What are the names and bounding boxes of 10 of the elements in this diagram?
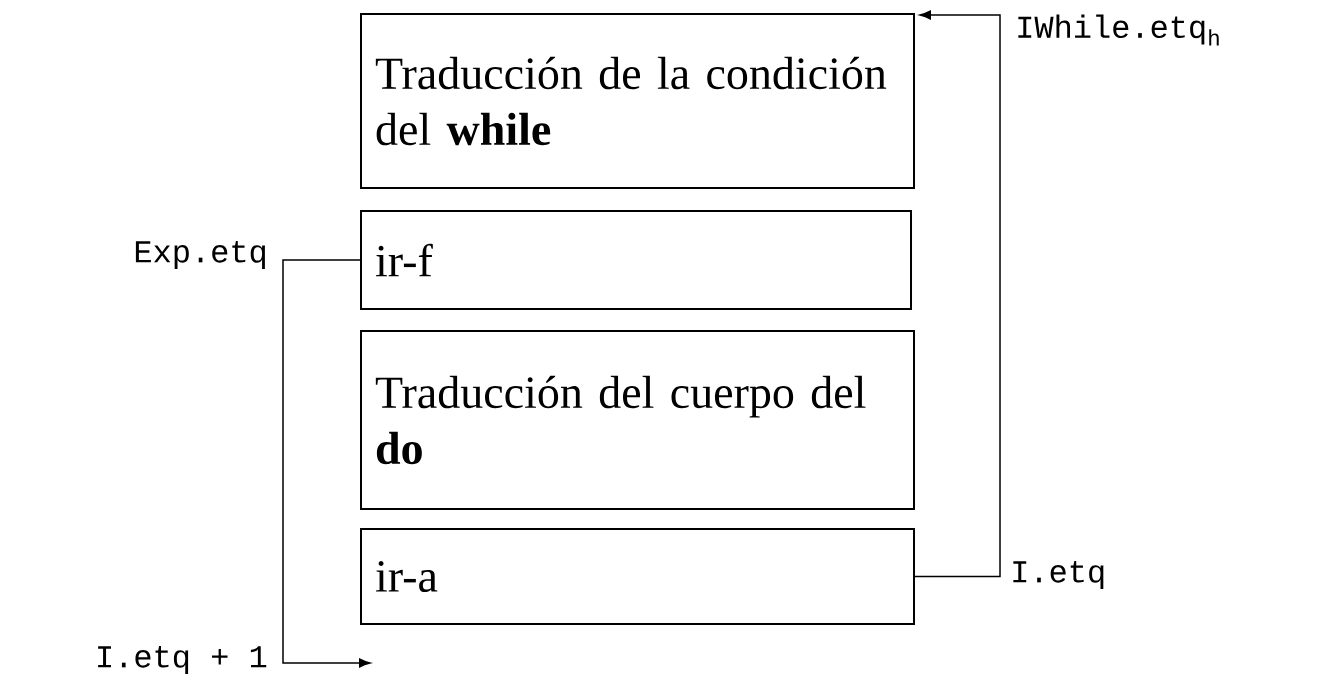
text-box: Traducción del cuerpo del do (360, 330, 915, 510)
code-label: I.etq + 1 (98, 646, 267, 674)
code-label: Exp.etq (135, 241, 265, 269)
code-label: IWhile.etq$_{h}$ (1018, 14, 1219, 46)
arrow (282, 259, 371, 668)
text-box: ir-f (360, 210, 912, 310)
text-box: ir-a (360, 528, 915, 625)
arrow (914, 10, 1001, 578)
code-label: I.etq (1013, 561, 1104, 589)
text-box: Traducción de la condición del while (360, 13, 915, 189)
